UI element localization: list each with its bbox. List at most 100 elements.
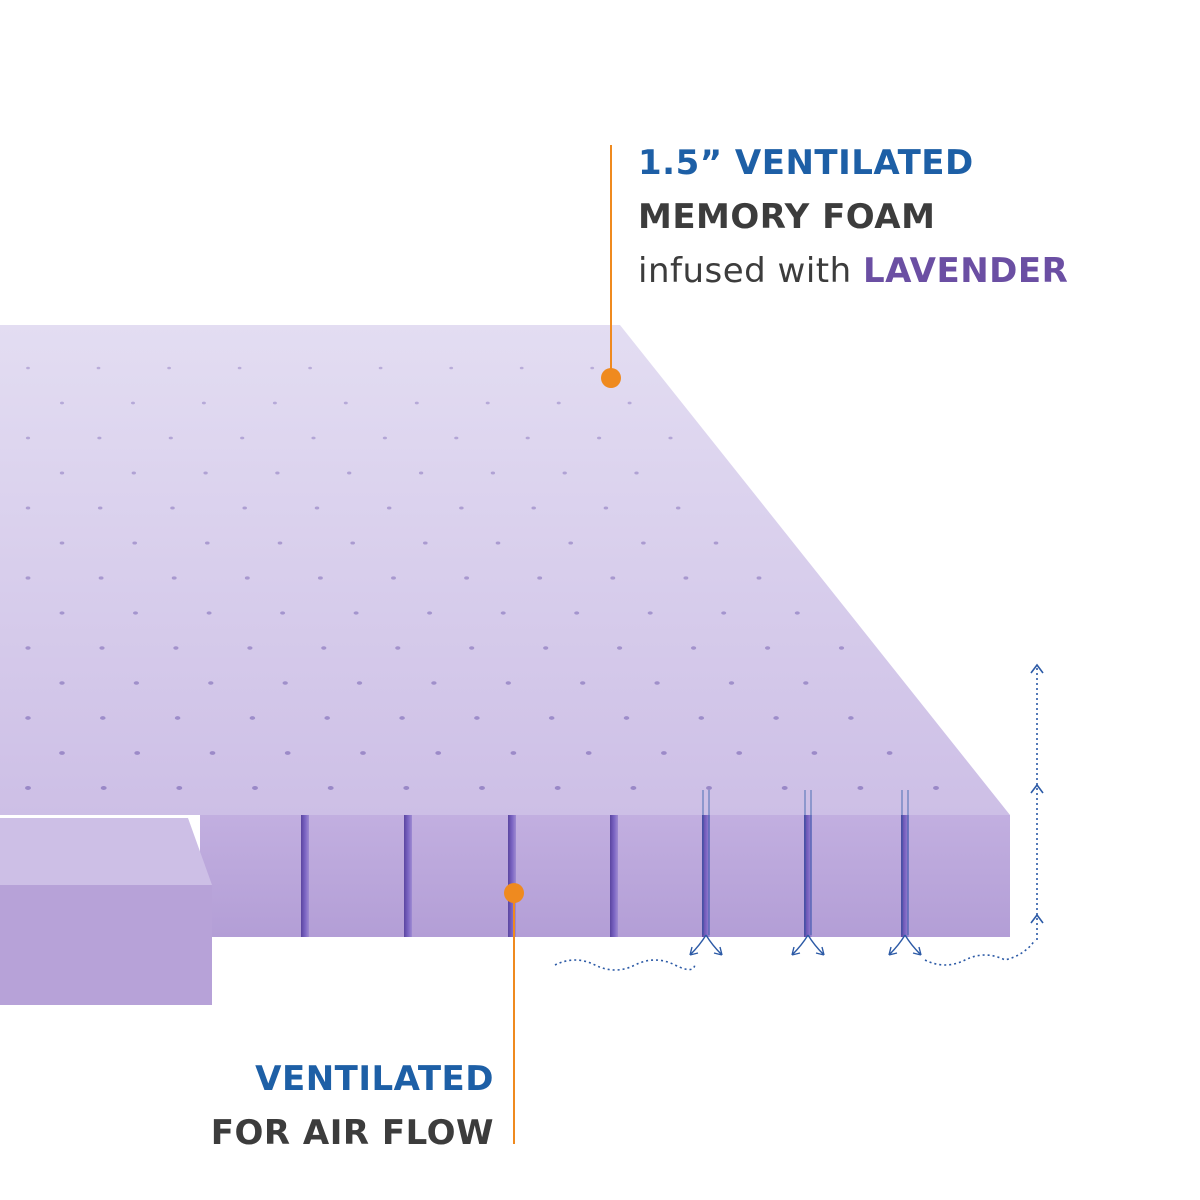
perforation-dot <box>623 716 630 720</box>
perforation-dot <box>500 611 506 615</box>
perforation-dot <box>556 401 561 405</box>
perforation-dot <box>603 506 609 510</box>
perforation-dot <box>857 786 864 790</box>
perforation-dot <box>277 541 283 545</box>
perforation-dot <box>321 646 327 650</box>
perforation-dot <box>590 366 595 370</box>
perforation-dot <box>675 506 681 510</box>
bottom-callout-line1: VENTILATED <box>255 1059 494 1099</box>
perforation-dot <box>378 366 383 370</box>
foam-side-face <box>200 815 1010 937</box>
top-callout-line1: 1.5” VENTILATED <box>638 143 974 183</box>
perforation-dot <box>728 681 735 685</box>
perforation-dot <box>617 646 623 650</box>
top-callout-line3-highlight: LAVENDER <box>862 251 1069 291</box>
perforation-dot <box>634 471 639 475</box>
perforation-dot <box>308 366 313 370</box>
perforation-dot <box>25 646 31 650</box>
perforation-dot <box>386 506 392 510</box>
perforation-dot <box>435 751 442 755</box>
perforation-dot <box>641 541 646 545</box>
callout-bottom <box>504 883 524 1144</box>
perforation-dot <box>490 471 496 475</box>
perforation-dot <box>97 506 103 510</box>
perforation-dot <box>59 471 65 475</box>
perforation-dot <box>176 786 183 790</box>
bottom-callout-line2: FOR AIR FLOW <box>210 1113 494 1153</box>
top-callout-line3-prefix: infused with <box>638 251 863 291</box>
perforation-dot <box>132 611 139 615</box>
perforation-dot <box>59 681 65 685</box>
airflow-arrow-icon <box>791 934 825 956</box>
perforation-dot <box>469 646 475 650</box>
perforation-dot <box>485 401 490 405</box>
perforation-dot <box>886 751 893 755</box>
perforation-dot <box>25 436 31 440</box>
perforation-dot <box>668 436 673 440</box>
callout-top <box>601 145 621 388</box>
perforation-dot <box>327 786 334 790</box>
airflow-arrow-icon <box>804 790 812 935</box>
airflow-arrow-icon <box>1030 913 1044 924</box>
perforation-dot <box>244 576 250 580</box>
perforation-dot <box>395 646 401 650</box>
perforation-dot <box>208 681 214 685</box>
perforation-dot <box>479 786 485 790</box>
perforation-dot <box>167 366 172 370</box>
perforation-dot <box>60 401 64 405</box>
groove <box>301 815 309 937</box>
perforation-dot <box>510 751 517 755</box>
perforation-dot <box>134 751 141 755</box>
perforation-dot <box>59 751 65 755</box>
perforation-dot <box>350 541 356 545</box>
perforation-dot <box>422 541 428 545</box>
groove <box>610 815 618 937</box>
perforation-dot <box>418 471 424 475</box>
bottom-callout-label: VENTILATED FOR AIR FLOW <box>211 1052 494 1160</box>
perforation-dot <box>356 681 363 685</box>
perforation-dot <box>781 786 788 790</box>
callout-dot-icon <box>504 883 524 903</box>
perforation-dot <box>505 681 511 685</box>
perforation-dot <box>247 646 253 650</box>
perforation-dot <box>25 576 31 580</box>
perforation-dot <box>252 786 258 790</box>
perforation-dots <box>25 366 939 790</box>
perforation-dot <box>794 611 800 615</box>
foam-top-face <box>0 325 1010 815</box>
perforation-dot <box>131 471 136 475</box>
perforation-dot <box>548 716 555 720</box>
perforation-dot <box>661 751 667 755</box>
perforation-dot <box>242 506 247 510</box>
perforation-dot <box>585 751 592 755</box>
top-callout-line3: infused with LAVENDER <box>638 244 1068 298</box>
airflow-arrow-icon <box>702 790 710 935</box>
perforation-dot <box>97 436 102 440</box>
perforation-dot <box>403 786 410 790</box>
perforation-dot <box>431 681 437 685</box>
perforation-dot <box>454 436 459 440</box>
perforation-dot <box>519 366 524 370</box>
perforation-dot <box>414 401 419 405</box>
perforation-dot <box>347 471 352 475</box>
perforation-dot <box>721 611 727 615</box>
perforation-dot <box>280 611 286 615</box>
ventilation-grooves <box>301 815 909 937</box>
perforation-dot <box>133 681 140 685</box>
perforation-dot <box>691 646 697 650</box>
groove <box>901 815 909 937</box>
perforation-dot <box>765 646 771 650</box>
perforation-dot <box>610 576 616 580</box>
perforation-dot <box>627 401 632 405</box>
perforation-dot <box>204 541 210 545</box>
perforation-dot <box>495 541 501 545</box>
perforation-dot <box>554 786 561 790</box>
perforation-dot <box>173 646 179 650</box>
perforation-dot <box>237 366 242 370</box>
perforation-dot <box>597 436 602 440</box>
perforation-dot <box>249 716 256 720</box>
groove <box>702 815 710 937</box>
groove <box>804 815 812 937</box>
perforation-dot <box>100 786 107 790</box>
top-callout-label: 1.5” VENTILATED MEMORY FOAM infused with… <box>638 136 1068 298</box>
